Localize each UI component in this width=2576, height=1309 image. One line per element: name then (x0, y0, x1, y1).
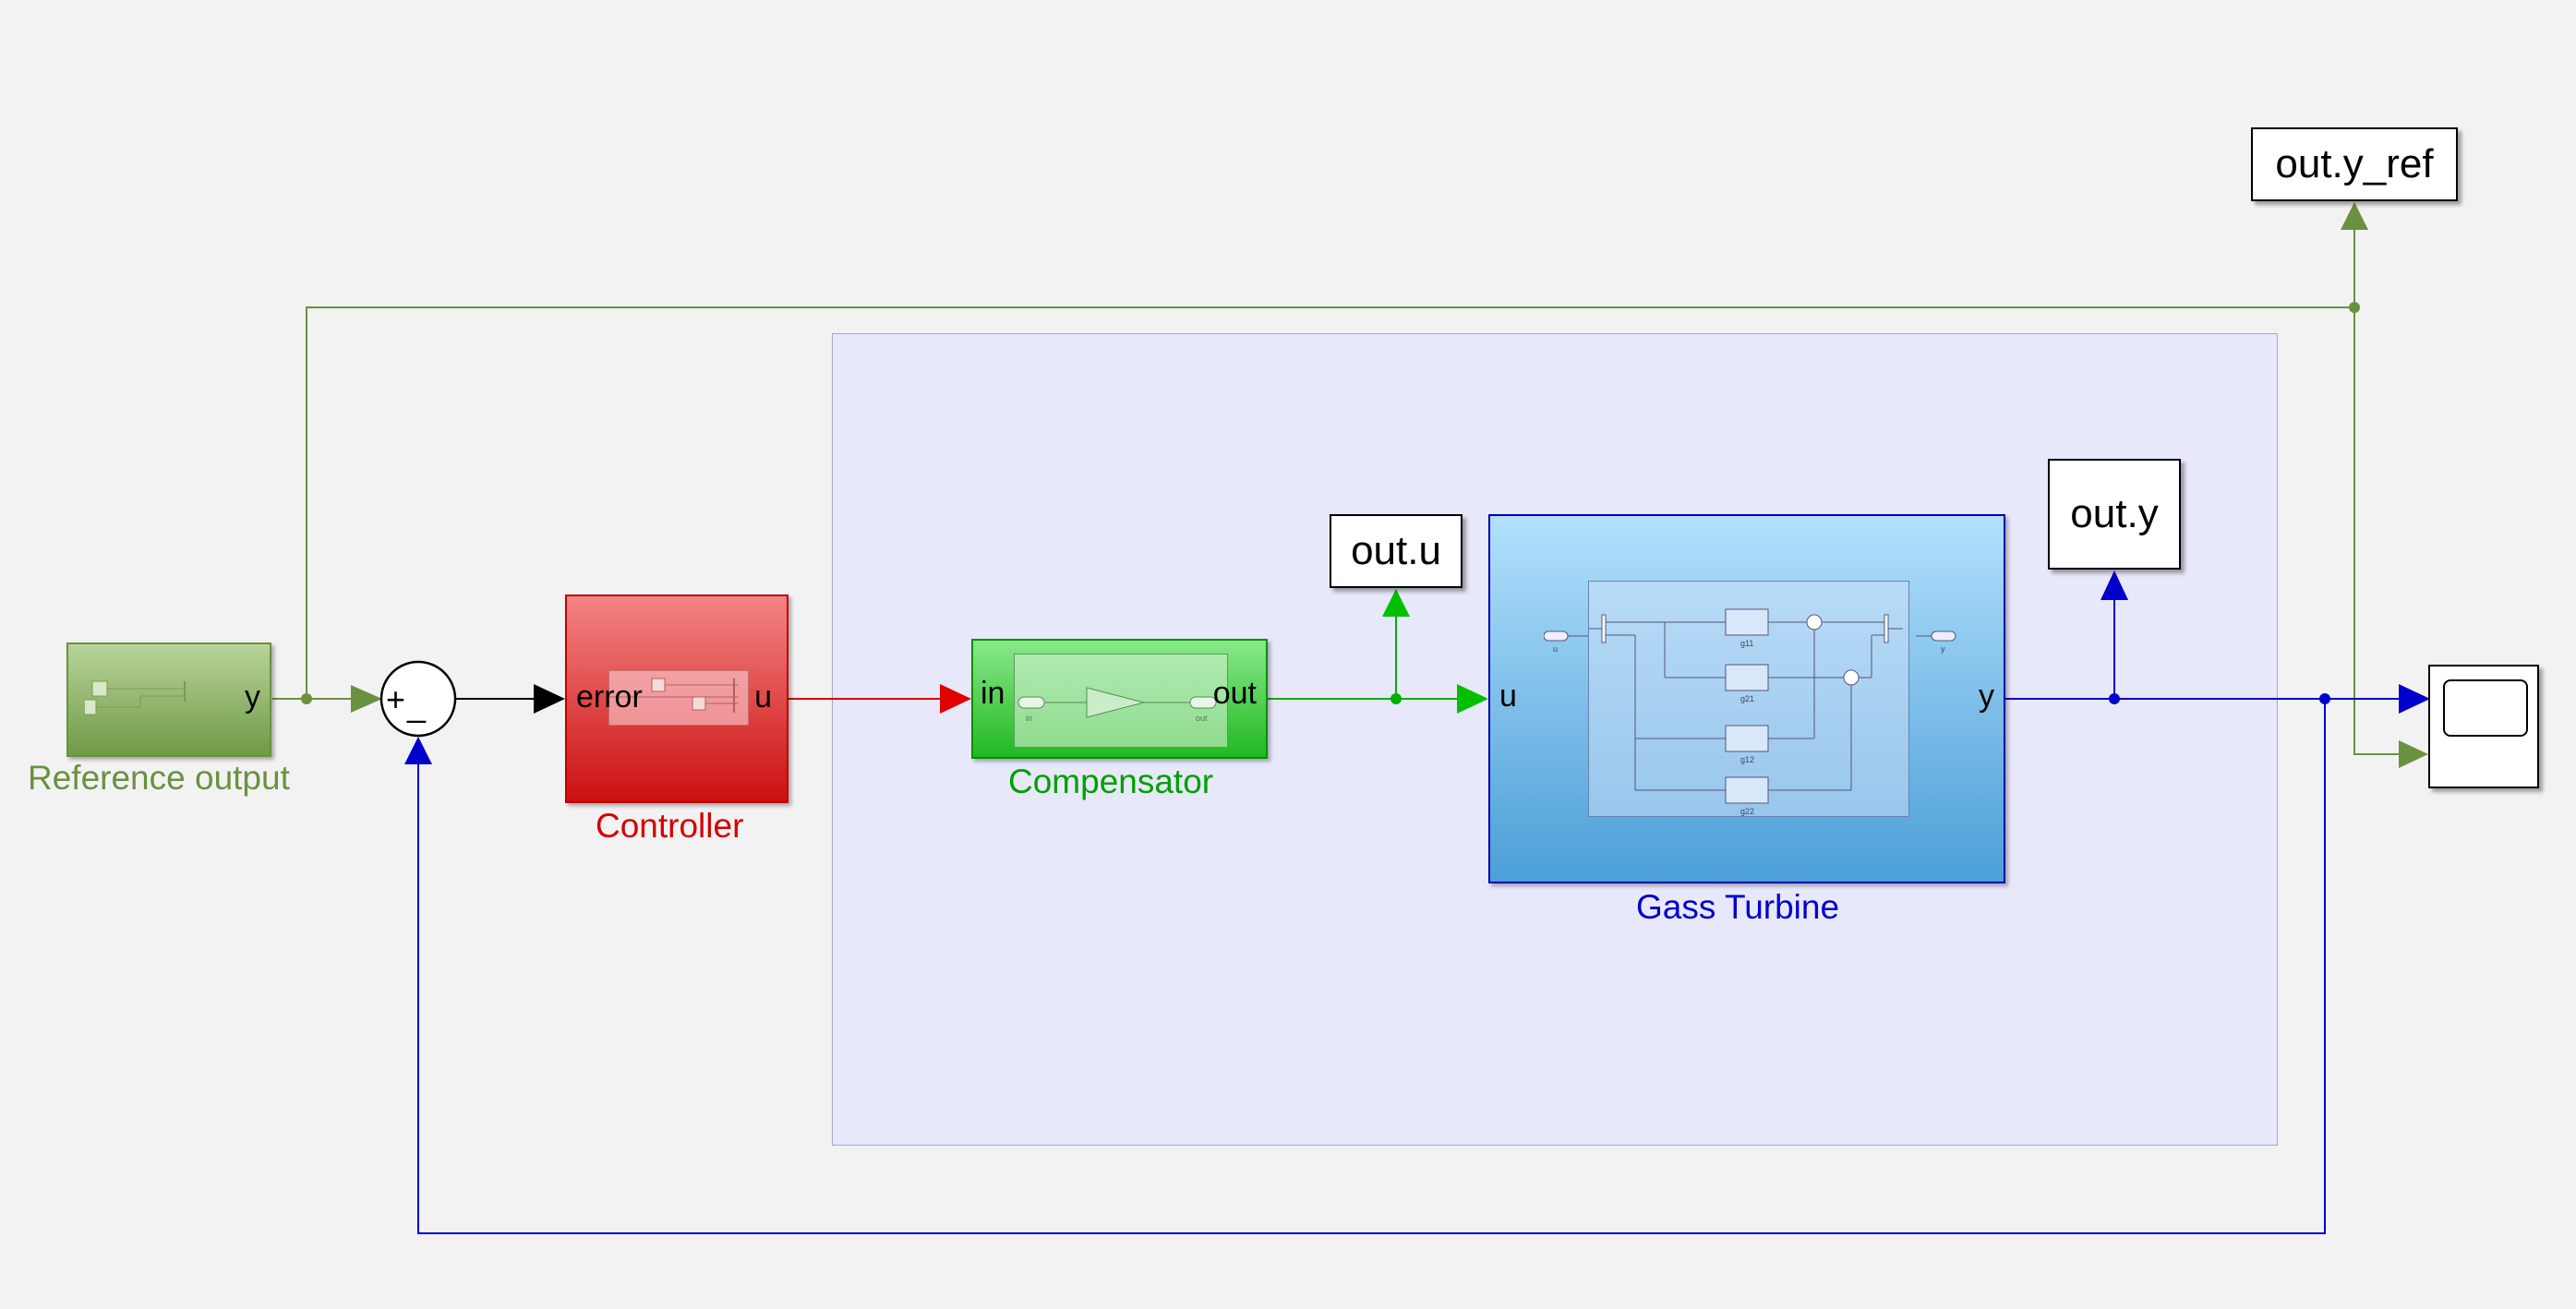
gas-turbine-label: Gass Turbine (1636, 888, 1840, 926)
sum-minus-sign: _ (406, 686, 427, 724)
feedback-line[interactable] (417, 699, 2326, 1234)
compensator-thumb-in: in (1026, 714, 1032, 723)
gain-triangle-icon: in out (1017, 687, 1217, 723)
sum-feedback-arrow (404, 737, 432, 764)
controller-port-u: u (754, 679, 772, 715)
compensator-thumbnail: in out (1014, 654, 1228, 748)
controller-thumbnail-icon (609, 678, 739, 713)
compensator-port-in: in (981, 676, 1005, 711)
gas-turbine-block[interactable]: g11 g21 g12 g22 u y u y (1488, 514, 2005, 883)
sum-input-arrow (351, 685, 382, 713)
u-branch-point (1390, 693, 1402, 704)
reference-output-label: Reference output (28, 759, 290, 797)
gas-turbine-port-y: y (1979, 679, 1994, 714)
controller-label: Controller (596, 807, 744, 845)
to-workspace-u[interactable]: out.u (1330, 514, 1463, 588)
compensator-label: Compensator (1008, 763, 1214, 800)
ref-branch-point (301, 693, 312, 704)
gas-turbine-thumbnail: g11 g21 g12 g22 (1546, 581, 1909, 817)
to-workspace-y-ref[interactable]: out.y_ref (2251, 127, 2458, 201)
compensator-input-arrow (940, 684, 971, 714)
g12-label: g12 (1740, 755, 1754, 764)
scope-input-arrow-2 (2399, 740, 2428, 768)
gas-turbine-io-icon: u y (1544, 630, 1956, 654)
gas-turbine-port-u: u (1499, 679, 1517, 714)
out-u-arrow (1382, 589, 1410, 617)
controller-port-error: error (576, 679, 643, 715)
sum-plus-sign: + (386, 680, 405, 718)
controller-thumbnail (608, 670, 749, 726)
controller-block[interactable]: error u (565, 594, 788, 803)
plant-input-arrow (1457, 684, 1488, 714)
out-y-arrow (2101, 570, 2128, 600)
gas-turbine-thumb-u: u (1553, 644, 1558, 654)
ref-branch-line[interactable] (306, 228, 2355, 699)
reference-output-block[interactable]: y (66, 642, 271, 757)
gas-turbine-thumb-y: y (1941, 644, 1945, 654)
scope-screen-icon (2443, 679, 2528, 737)
g21-label: g21 (1740, 694, 1754, 703)
reference-port-y: y (245, 679, 260, 715)
compensator-block[interactable]: in out in out (971, 639, 1268, 759)
to-workspace-y[interactable]: out.y (2048, 459, 2181, 570)
scope-input-arrow-1 (2399, 684, 2430, 714)
scope-block[interactable] (2428, 665, 2539, 788)
g22-label: g22 (1740, 807, 1754, 816)
g11-label: g11 (1740, 639, 1753, 648)
controller-input-arrow (534, 684, 565, 714)
ref-to-scope-line[interactable] (2353, 307, 2401, 755)
reference-thumbnail-icon (85, 680, 186, 715)
compensator-port-out: out (1212, 676, 1257, 711)
sum-block[interactable]: + _ (379, 660, 457, 738)
compensator-thumb-out: out (1196, 714, 1208, 723)
mimo-structure-icon: g11 g21 g12 g22 (1546, 608, 1903, 816)
y-branch-point (2109, 693, 2120, 704)
feedback-branch-point (2319, 693, 2330, 704)
out-yref-arrow (2341, 202, 2368, 230)
